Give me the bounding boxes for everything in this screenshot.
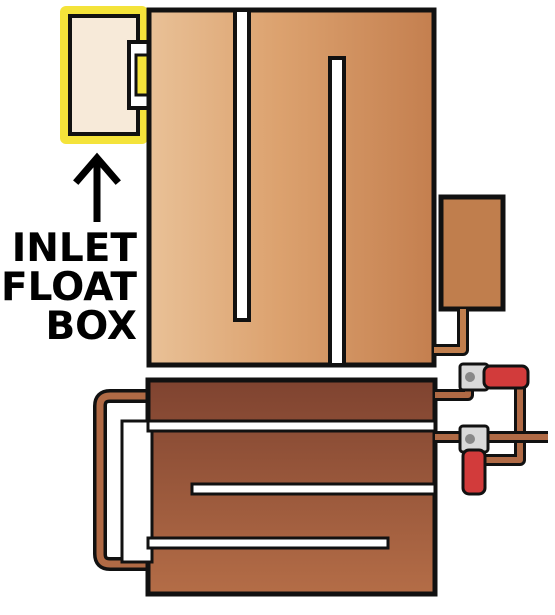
up-arrow-icon [73,152,121,222]
inlet-float-box [60,6,157,144]
lower-valve-handle [461,448,487,496]
upper-valve-handle [482,364,530,390]
label-line-2: FLOAT [1,265,137,310]
upper-pan [146,7,437,368]
lower-baffle-1 [146,419,437,433]
label-line-1: INLET [12,226,138,271]
upper-valve [458,362,530,392]
lower-baffle-3 [146,536,390,550]
inlet-float-box-label: INLET FLOAT BOX [1,226,137,349]
lower-valve [458,424,490,496]
side-box [434,194,506,356]
label-line-3: BOX [45,304,137,349]
upper-baffle-1 [233,8,251,322]
lower-baffle-2 [190,482,437,496]
draw-off-pipes [435,374,548,466]
upper-baffle-2 [328,56,346,367]
lower-pan [93,377,438,597]
